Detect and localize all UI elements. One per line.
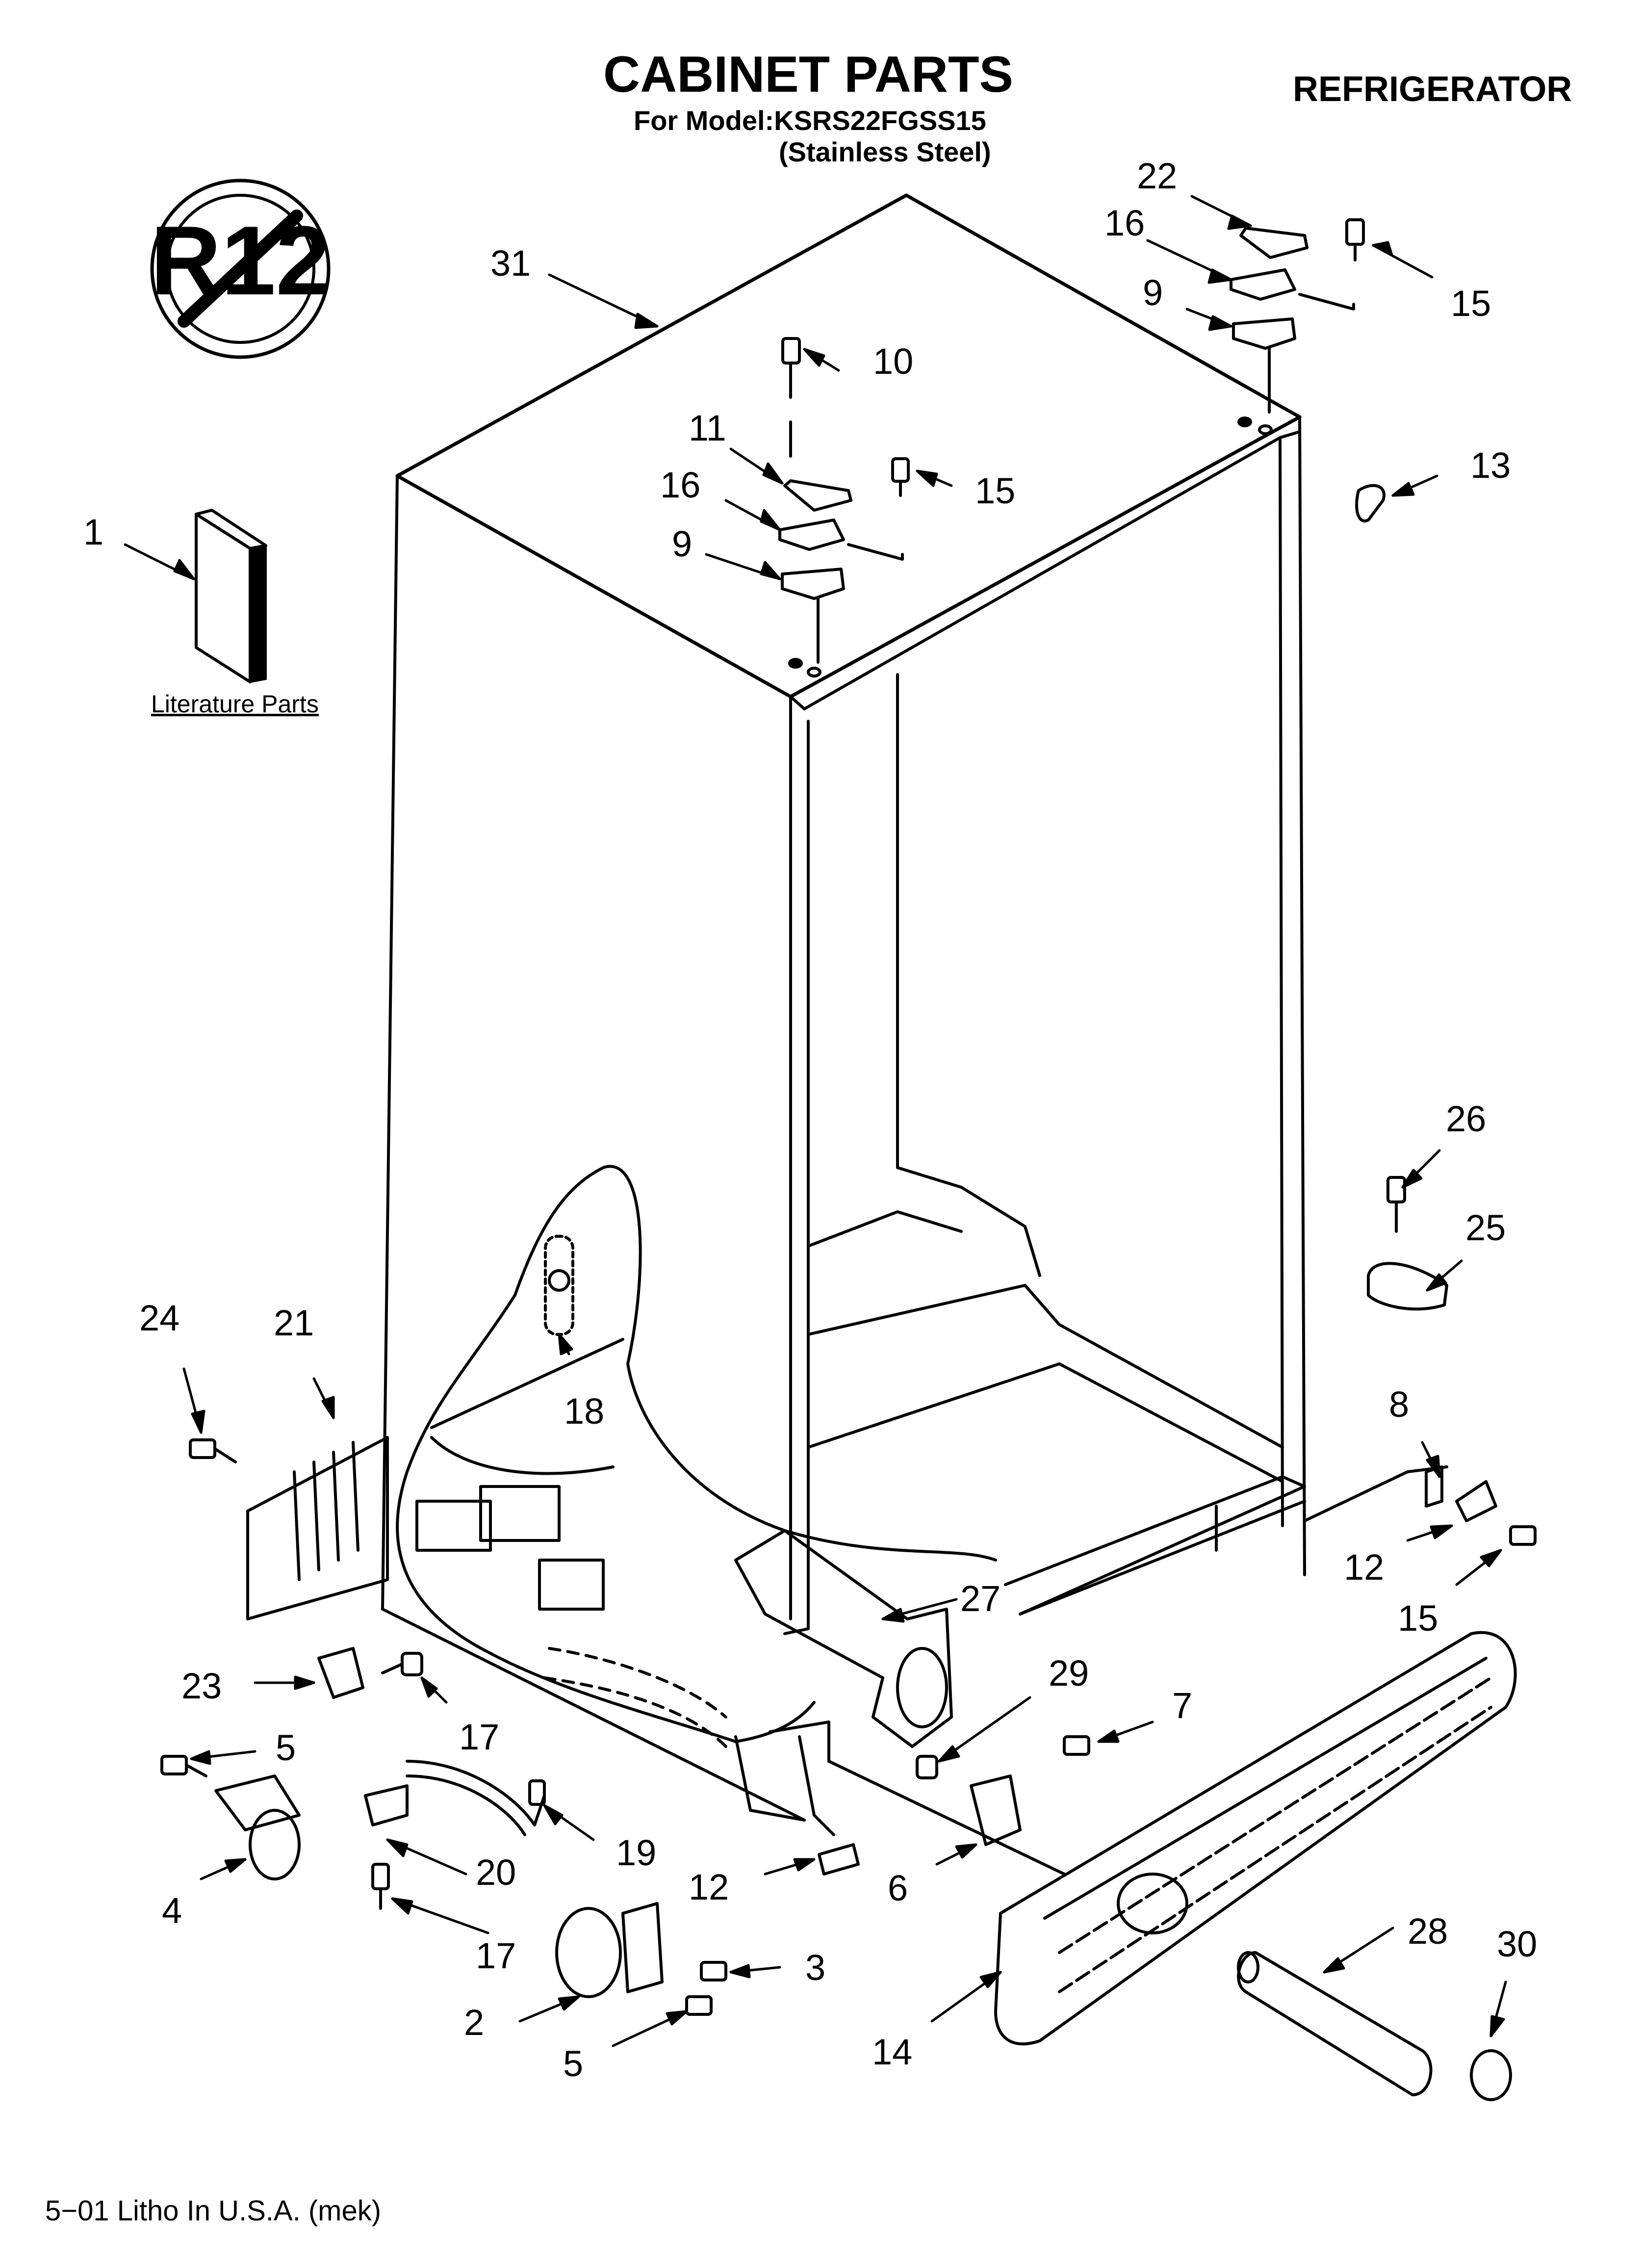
callout-number: 15 — [1451, 283, 1491, 324]
literature-parts-book — [195, 509, 267, 683]
callout-number: 24 — [139, 1298, 180, 1338]
filter-28 — [1237, 1951, 1512, 2101]
chute-27 — [734, 1529, 1090, 1846]
clip-part — [1355, 484, 1385, 522]
bracket-12 — [818, 1843, 860, 1876]
callout-number: 15 — [975, 470, 1016, 511]
hinge-assembly-right — [1230, 218, 1365, 414]
callout-leaders — [124, 195, 1507, 2047]
callout-number: 28 — [1408, 1911, 1448, 1952]
callout-number: 4 — [162, 1890, 182, 1931]
callout-number: 5 — [276, 1727, 296, 1768]
callout-number: 14 — [872, 2032, 913, 2072]
callout-number: 17 — [476, 1935, 516, 1976]
callout-number: 20 — [476, 1852, 516, 1893]
control-components — [415, 1235, 605, 1611]
toe-grille-14 — [994, 1631, 1517, 2046]
callout-number: 15 — [1398, 1598, 1438, 1639]
model-variant: (Stainless Steel) — [779, 136, 991, 167]
hinge-23 — [317, 1647, 423, 1699]
callout-number: 21 — [274, 1303, 314, 1343]
appliance-type: REFRIGERATOR — [1293, 70, 1572, 109]
callout-number: 16 — [1104, 203, 1145, 243]
hinge-assembly-left — [778, 337, 910, 664]
callout-number: 9 — [672, 523, 693, 564]
callout-number: 9 — [1143, 272, 1163, 313]
roller-2 — [555, 1902, 727, 2016]
cabinet-body — [381, 193, 1448, 1876]
water-tube — [364, 1760, 546, 1910]
callout-number: 1 — [83, 512, 104, 552]
callout-number: 12 — [1344, 1547, 1385, 1588]
callout-number: 23 — [181, 1666, 222, 1706]
callout-number: 2 — [464, 2002, 485, 2043]
cover-plate-21 — [189, 1436, 389, 1620]
no-r12-prohibition-icon: R12 — [150, 179, 331, 359]
roller-4 — [160, 1755, 301, 1880]
callout-number: 17 — [459, 1717, 500, 1757]
callout-number: 16 — [660, 465, 701, 505]
page-title: CABINET PARTS — [603, 46, 1013, 103]
screw-bracket-right — [1367, 1176, 1448, 1311]
callout-number: 30 — [1497, 1924, 1538, 1964]
callout-number: 8 — [1389, 1384, 1410, 1425]
callout-number: 18 — [564, 1391, 605, 1432]
callout-number: 26 — [1446, 1098, 1487, 1139]
literature-parts-label: Literature Parts — [151, 690, 319, 718]
callout-number: 5 — [563, 2043, 584, 2084]
callout-number: 22 — [1137, 156, 1178, 196]
callout-number: 27 — [960, 1578, 1001, 1619]
callout-number: 6 — [888, 1868, 908, 1908]
print-footer: 5−01 Litho In U.S.A. (mek) — [45, 2195, 382, 2227]
callout-number: 31 — [490, 243, 531, 284]
callout-number: 7 — [1172, 1685, 1193, 1726]
callout-number: 12 — [689, 1867, 729, 1907]
callout-number: 11 — [689, 408, 726, 448]
callout-number: 10 — [873, 341, 914, 382]
callout-number: 25 — [1465, 1207, 1506, 1248]
callout-number: 19 — [616, 1832, 657, 1873]
model-number: For Model:KSRS22FGSS15 — [634, 105, 986, 136]
callout-number: 3 — [805, 1947, 826, 1988]
callout-number: 13 — [1470, 445, 1511, 486]
callout-number: 29 — [1049, 1653, 1089, 1694]
